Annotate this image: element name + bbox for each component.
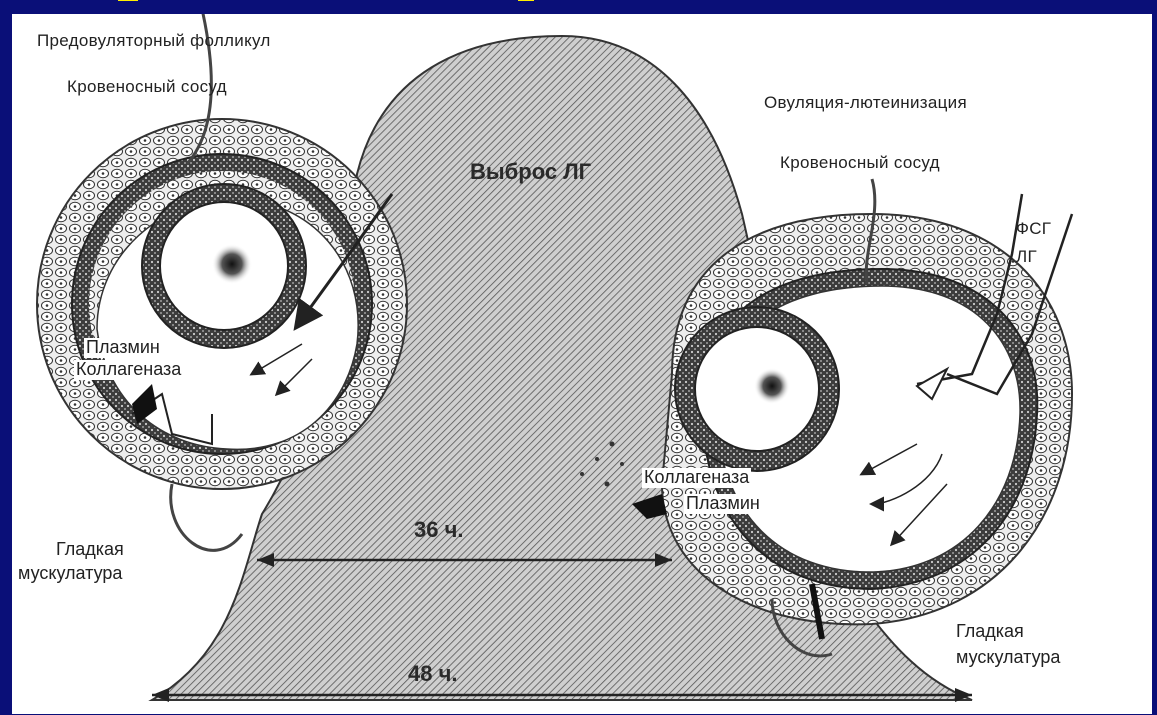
label-plasmin-left: Плазмин	[84, 338, 162, 358]
label-smooth-muscle-left-2: мускулатура	[18, 564, 122, 584]
label-ovulation-luteinization: Овуляция-лютеинизация	[764, 94, 967, 113]
label-fsh: ФСГ	[1016, 220, 1051, 239]
label-time-48h: 48 ч.	[408, 662, 457, 686]
label-smooth-muscle-left-1: Гладкая	[56, 540, 124, 560]
ovulation-diagram: Предовуляторный фолликул Кровеносный сос…	[12, 14, 1152, 714]
label-collagenase-right: Коллагеназа	[642, 468, 751, 488]
label-blood-vessel-left: Кровеносный сосуд	[67, 78, 227, 97]
label-smooth-muscle-right-2: мускулатура	[954, 648, 1062, 668]
label-lh-surge: Выброс ЛГ	[470, 160, 591, 184]
label-time-36h: 36 ч.	[414, 518, 463, 542]
label-collagenase-left: Коллагеназа	[74, 360, 183, 380]
label-plasmin-right: Плазмин	[684, 494, 762, 514]
label-lh: ЛГ	[1016, 248, 1037, 267]
label-smooth-muscle-right-1: Гладкая	[954, 622, 1026, 642]
label-blood-vessel-right: Кровеносный сосуд	[780, 154, 940, 173]
label-preovulatory-follicle: Предовуляторный фолликул	[37, 32, 271, 51]
slide-title-remnant	[118, 0, 548, 6]
